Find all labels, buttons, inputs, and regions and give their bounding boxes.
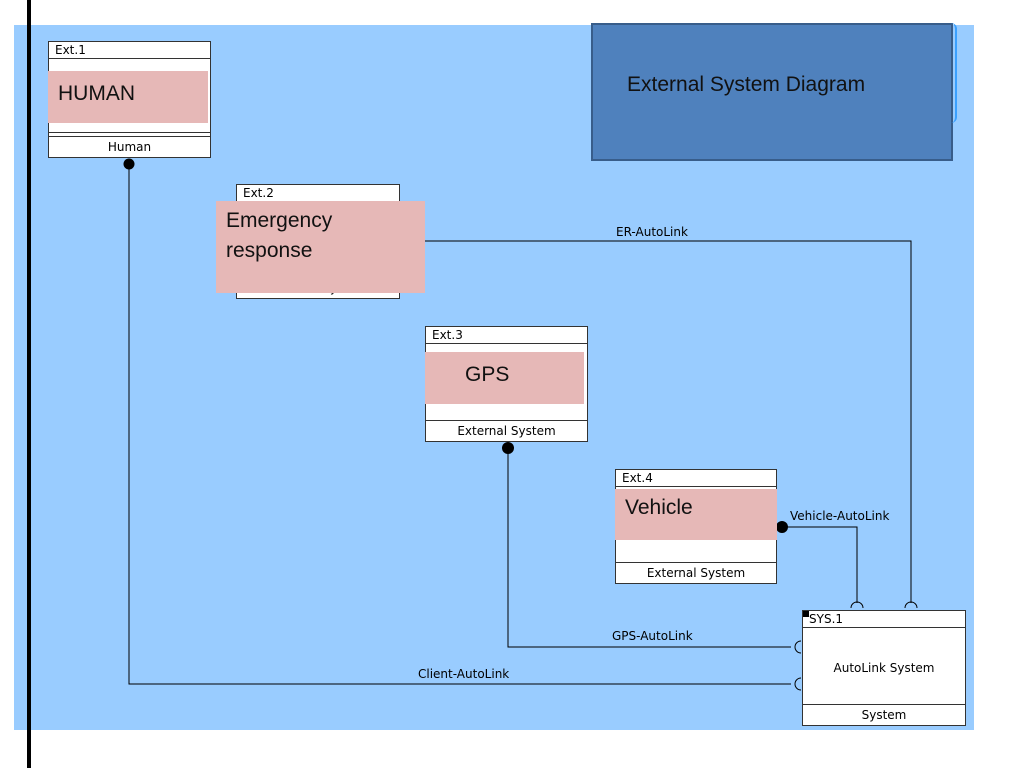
ext3-id: Ext.3 <box>426 327 587 344</box>
er-autolink-connector[interactable]: ER-AutoLink <box>424 225 918 609</box>
ext3-name: GPS <box>425 352 584 404</box>
port-ext4 <box>776 521 788 533</box>
er-autolink-label: ER-AutoLink <box>616 225 688 239</box>
vehicle-autolink-connector[interactable]: Vehicle-AutoLink <box>776 509 889 609</box>
sys1-block[interactable]: SYS.1 AutoLink System System <box>802 610 966 726</box>
ext2-id: Ext.2 <box>237 185 399 202</box>
sys1-type: System <box>803 704 965 725</box>
client-autolink-label: Client-AutoLink <box>418 667 509 681</box>
ext1-type: Human <box>49 136 210 157</box>
ext4-type: External System <box>616 562 776 583</box>
left-border <box>27 0 31 768</box>
ext4-name: Vehicle <box>615 489 777 540</box>
gps-autolink-connector[interactable]: GPS-AutoLink <box>502 442 802 654</box>
gps-autolink-label: GPS-AutoLink <box>612 629 693 643</box>
title-accent-line <box>951 23 957 123</box>
ext1-id: Ext.1 <box>49 42 210 59</box>
ext3-type: External System <box>426 420 587 441</box>
ext4-id: Ext.4 <box>616 470 776 487</box>
ext2-name: Emergency response <box>216 201 425 293</box>
sys1-id: SYS.1 <box>803 611 965 628</box>
sys1-name: AutoLink System <box>833 661 935 675</box>
sys1-corner-marker <box>803 611 809 617</box>
ext1-divider <box>49 132 210 133</box>
diagram-title: External System Diagram <box>591 23 953 161</box>
ext1-name: HUMAN <box>48 71 208 123</box>
port-ext3 <box>502 442 514 454</box>
vehicle-autolink-label: Vehicle-AutoLink <box>790 509 889 523</box>
client-autolink-connector[interactable]: Client-AutoLink <box>123 158 802 691</box>
port-ext1 <box>123 158 135 170</box>
